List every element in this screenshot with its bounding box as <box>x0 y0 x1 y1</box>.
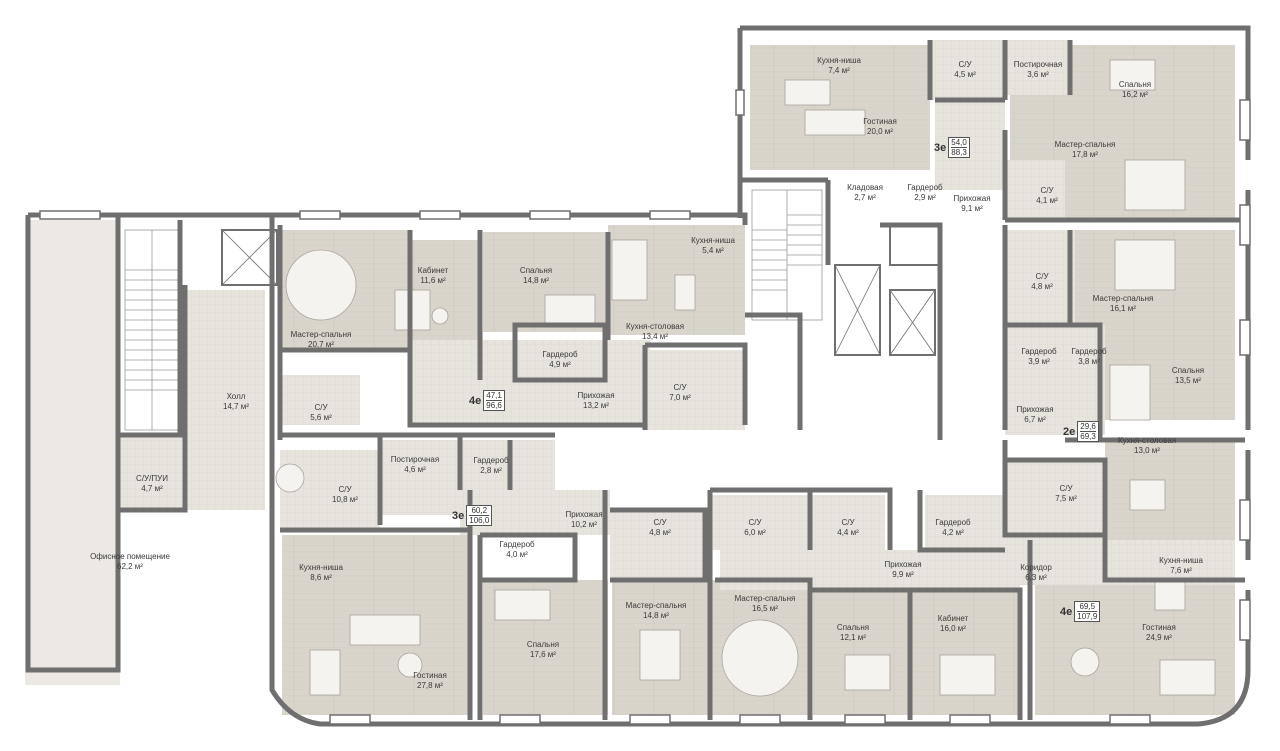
apartment-living-area: 60,2 <box>469 506 490 516</box>
apartment-total-area: 107,9 <box>1077 612 1098 621</box>
apartment-type: 4е <box>1060 605 1073 618</box>
stairs <box>124 189 823 431</box>
furniture <box>275 59 1216 697</box>
shafts <box>221 224 941 356</box>
apartment-type: 3е <box>934 141 947 154</box>
apartment-living-area: 47,1 <box>486 391 502 401</box>
apartment-total-area: 69,3 <box>1080 432 1096 441</box>
apartment-type: 4е <box>469 394 482 407</box>
apartment-total-area: 96,6 <box>486 401 502 410</box>
apartment-total-area: 106,0 <box>469 516 490 525</box>
apartment-type: 2е <box>1063 425 1076 438</box>
windows <box>39 89 1251 725</box>
apartment-living-area: 29,6 <box>1080 422 1096 432</box>
apartment-living-area: 69,5 <box>1077 602 1098 612</box>
apartment-total-area: 88,3 <box>951 148 967 157</box>
apartment-type: 3е <box>452 509 465 522</box>
apartment-living-area: 54,0 <box>951 138 967 148</box>
walls <box>25 25 1251 727</box>
